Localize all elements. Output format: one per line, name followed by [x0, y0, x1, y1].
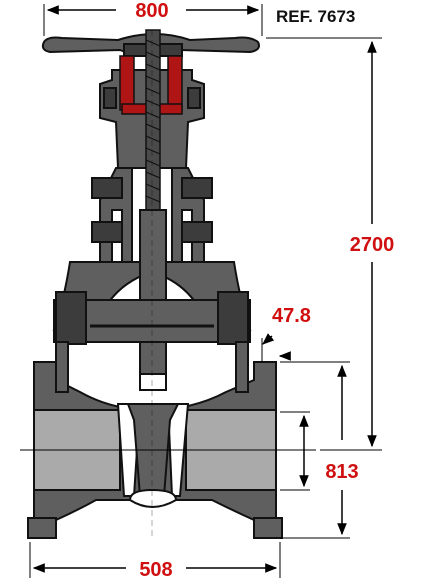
dim-flange-thickness: 47.8 [261, 305, 311, 362]
flange-thickness-label: 47.8 [272, 305, 311, 327]
stem [139, 29, 167, 379]
dim-face-to-face: 508 [29, 542, 281, 581]
dim-center-height: 813 [280, 361, 359, 539]
center-height-label: 813 [325, 461, 358, 483]
handwheel-width-label: 800 [135, 0, 168, 22]
dim-handwheel-width: 800 [43, 0, 263, 36]
dim-overall-height: 2700 [266, 37, 395, 451]
bonnet-flange [53, 291, 251, 345]
face-to-face-label: 508 [139, 559, 172, 581]
bolt-left-upper [103, 87, 117, 109]
overall-height-label: 2700 [350, 234, 395, 256]
bolt-right-upper [187, 87, 201, 109]
reference-label: REF. 7673 [276, 7, 355, 26]
